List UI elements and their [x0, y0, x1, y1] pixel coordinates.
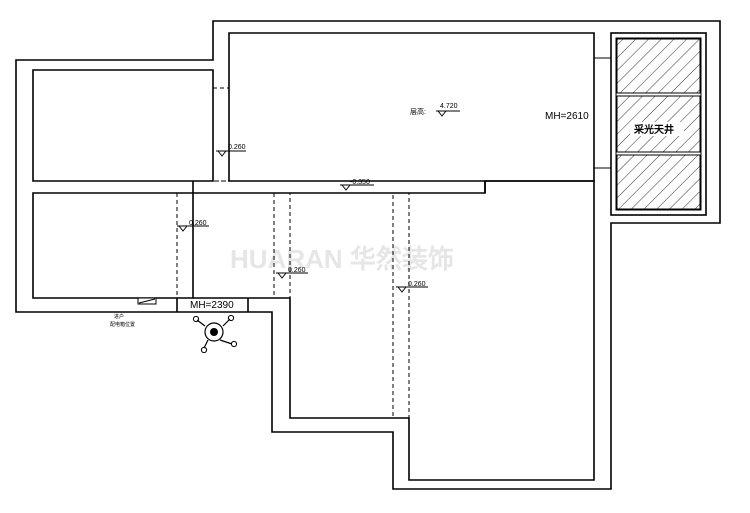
outer-wall: [15, 20, 721, 490]
main-room-wall: [228, 32, 595, 182]
mh-main-label: MH=2610: [545, 111, 589, 122]
skylight-label-bg: [630, 122, 684, 136]
elevation-1: 0.260: [228, 144, 246, 151]
dashed-beam-middle: [273, 192, 291, 299]
mh-door-label: MH=2390: [190, 300, 234, 311]
elevation-5: 0.260: [408, 281, 426, 288]
electrical-box-icon: [137, 297, 157, 305]
top-left-room-wall: [32, 69, 214, 182]
skylight-hatch-bottom: [616, 154, 701, 210]
skylight-frame-outer: [610, 32, 707, 216]
skylight-hatch-top: [616, 38, 701, 94]
elevation-marker-icon: [276, 272, 308, 279]
skylight-label: 采光天井: [633, 123, 674, 136]
camera-viewpoint-icon: [192, 314, 238, 354]
elevation-marker-icon: [436, 110, 460, 117]
ceiling-height-label: 层高:: [410, 107, 426, 116]
skylight-connector: [594, 57, 611, 169]
dashed-ceiling-top-left: [212, 87, 230, 182]
elevation-marker-icon: [216, 150, 246, 157]
entrance-note-2: 配电箱位置: [110, 321, 135, 328]
dashed-beam-left: [176, 192, 194, 299]
elevation-marker-icon: [177, 225, 209, 232]
elevation-marker-icon: [396, 286, 428, 293]
elevation-marker-icon: [340, 184, 374, 191]
entrance-note-1: 进户: [114, 313, 124, 320]
skylight-frame-inner: [615, 37, 702, 211]
ceiling-height-value: 4.720: [440, 103, 458, 110]
bottom-left-room-wall: [32, 192, 194, 299]
elevation-4: 0.260: [288, 267, 306, 274]
elevation-2: -0.350: [350, 179, 370, 186]
watermark: HUARAN 华然装饰: [230, 244, 454, 274]
dashed-beam-right: [392, 192, 410, 419]
elevation-3: 0.260: [189, 220, 207, 227]
